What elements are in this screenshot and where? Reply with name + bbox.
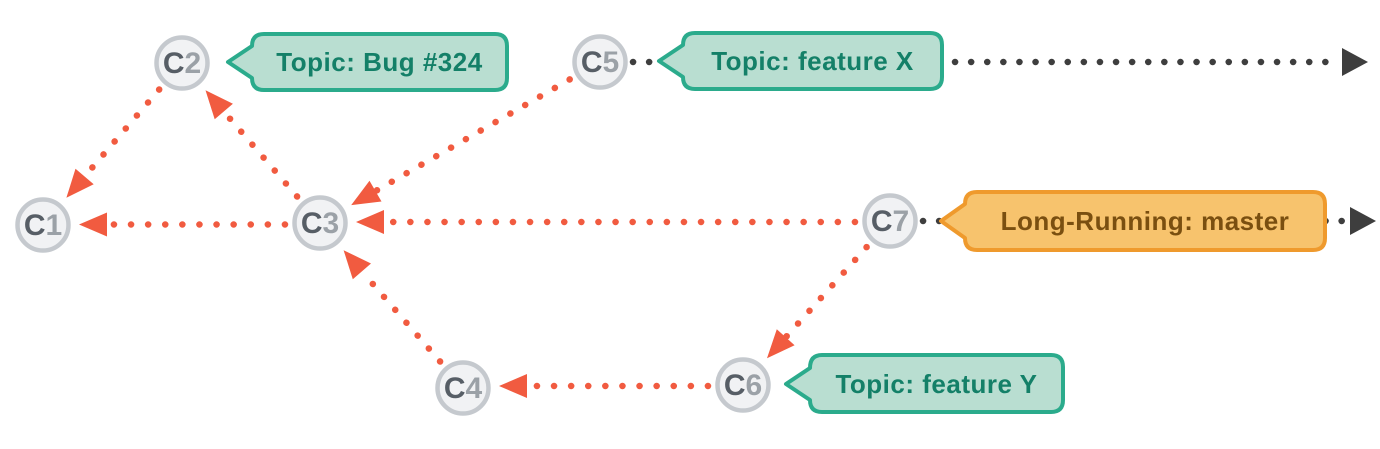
commit-letter: C — [444, 372, 466, 405]
commit-node-c4: C4 — [435, 360, 491, 416]
commit-number: 6 — [745, 369, 762, 402]
commit-circle — [15, 197, 71, 253]
commit-circle — [862, 193, 918, 249]
arrowhead-icon — [66, 168, 94, 198]
badge-bubble-shape — [939, 190, 1327, 252]
arrow-right-icon — [1342, 48, 1368, 76]
commit-number: 4 — [465, 372, 482, 405]
commit-node-c1: C1 — [15, 197, 71, 253]
commit-letter: C — [871, 205, 893, 238]
arrow-right-icon — [1350, 207, 1376, 235]
arrowhead-icon — [351, 180, 382, 206]
badge-label: Topic: feature X — [711, 46, 914, 76]
commit-node-c6: C6 — [715, 357, 771, 413]
commit-label: C5 — [581, 46, 619, 79]
commit-letter: C — [581, 46, 603, 79]
badge-topic-bug-324: Topic: Bug #324 — [226, 32, 509, 92]
arrowhead-icon — [205, 90, 233, 120]
badge-topic-feature-y: Topic: feature Y — [784, 353, 1065, 414]
arrowhead-icon — [499, 374, 527, 398]
commit-node-c5: C5 — [572, 34, 628, 90]
arrowhead-icon — [356, 210, 384, 234]
commit-label: C4 — [444, 372, 483, 405]
commit-number: 7 — [892, 205, 909, 238]
parent-dotted-line — [220, 108, 301, 200]
arrowhead-icon — [767, 329, 795, 359]
edge-c7-to-c3 — [356, 210, 859, 234]
arrowhead-icon — [343, 250, 371, 280]
commit-circle — [572, 34, 628, 90]
commit-circle — [715, 357, 771, 413]
edge-c7-to-c6 — [767, 243, 870, 359]
edge-c6-to-c4 — [499, 374, 712, 398]
commit-number: 2 — [184, 47, 201, 80]
edge-c5-to-c3 — [351, 76, 573, 206]
commit-node-c3: C3 — [292, 195, 348, 251]
badge-label: Topic: feature Y — [835, 369, 1037, 399]
badge-long-running-master: Long-Running: master — [939, 190, 1327, 252]
badge-topic-feature-x: Topic: feature X — [657, 31, 944, 91]
commit-label: C3 — [301, 207, 339, 240]
commit-letter: C — [24, 209, 46, 242]
badge-bubble-shape — [784, 353, 1065, 414]
edge-c3-to-c1 — [79, 212, 289, 237]
commit-label: C7 — [871, 205, 909, 238]
commit-circle — [292, 195, 348, 251]
edge-c3-to-c2 — [205, 90, 301, 200]
commit-circle — [435, 360, 491, 416]
parent-dotted-line — [782, 243, 870, 341]
parent-dotted-line — [81, 86, 163, 180]
commit-circle — [154, 35, 210, 91]
badge-label: Topic: Bug #324 — [276, 47, 482, 77]
commit-number: 1 — [45, 209, 62, 242]
commit-number: 5 — [602, 46, 619, 79]
commit-letter: C — [163, 47, 185, 80]
parent-dotted-line — [358, 268, 444, 365]
commit-label: C6 — [724, 369, 762, 402]
commit-letter: C — [301, 207, 323, 240]
commit-number: 3 — [322, 207, 339, 240]
commit-label: C1 — [24, 209, 62, 242]
badge-label: Long-Running: master — [1001, 206, 1290, 236]
badge-bubble-shape — [657, 31, 944, 91]
parent-dotted-line — [372, 76, 573, 195]
timeline-edge-from-c5 — [629, 48, 1368, 76]
commit-node-c2: C2 — [154, 35, 210, 91]
arrowhead-icon — [79, 212, 107, 237]
edge-c2-to-c1 — [66, 86, 163, 198]
commit-node-c7: C7 — [862, 193, 918, 249]
commit-letter: C — [724, 369, 746, 402]
commit-label: C2 — [163, 47, 201, 80]
badge-bubble-shape — [226, 32, 509, 92]
edge-c4-to-c3 — [343, 250, 444, 365]
